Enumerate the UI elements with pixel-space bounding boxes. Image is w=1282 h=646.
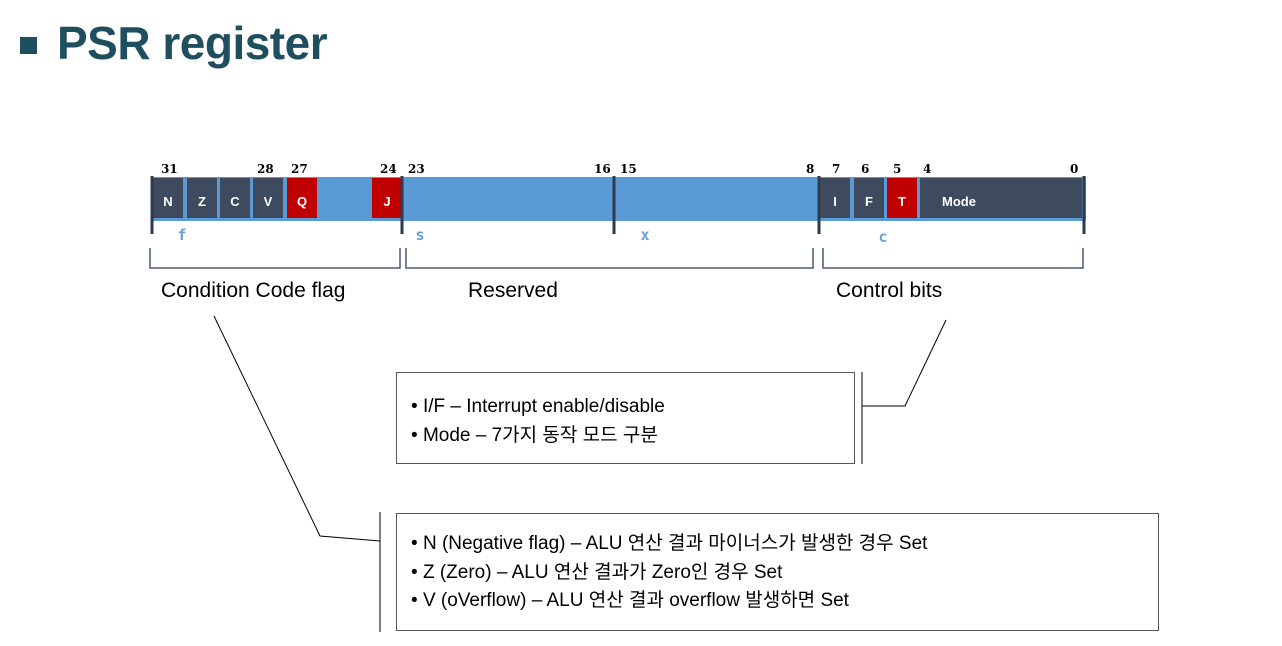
title-bar: PSR register — [20, 14, 328, 72]
bit-number-23: 23 — [408, 162, 425, 176]
cell-n — [153, 178, 183, 218]
cell-label-j: J — [383, 194, 390, 209]
group-label-reserved: Reserved — [468, 279, 558, 302]
field-separators — [150, 176, 1086, 234]
bit-number-24: 24 — [380, 162, 397, 176]
bit-number-31: 31 — [161, 162, 178, 176]
list-item: V (oVerflow) – ALU 연산 결과 overflow 발생하면 S… — [411, 587, 1158, 616]
condition-connector — [213, 315, 381, 542]
cell-j — [372, 178, 402, 218]
bit-number-4: 4 — [923, 162, 931, 176]
cell-v — [253, 178, 283, 218]
bit-number-16: 16 — [594, 162, 611, 176]
cell-label-v: V — [264, 194, 273, 209]
cell-label-mode: Mode — [942, 194, 976, 209]
cell-i — [820, 178, 850, 218]
bit-number-8: 8 — [806, 162, 814, 176]
field-letter-x: x — [640, 226, 649, 244]
cell-f — [854, 178, 884, 218]
bit-number-6: 6 — [861, 162, 869, 176]
bit-number-15: 15 — [620, 162, 637, 176]
list-item: Mode – 7가지 동작 모드 구분 — [411, 422, 854, 451]
list-item: Z (Zero) – ALU 연산 결과가 Zero인 경우 Set — [411, 559, 1158, 588]
cell-label-f: F — [865, 194, 873, 209]
title-bullet-icon — [20, 36, 37, 54]
control-connector — [862, 319, 947, 407]
field-letter-c: c — [878, 228, 887, 246]
cell-z — [187, 178, 217, 218]
cell-q — [287, 178, 317, 218]
cell-t — [887, 178, 917, 218]
cell-label-q: Q — [297, 194, 307, 209]
bracket-reserved — [405, 248, 814, 269]
cell-label-t: T — [898, 194, 906, 209]
field-letter-s: s — [415, 226, 424, 244]
bracket-condition — [149, 248, 401, 269]
field-letter-f: f — [177, 226, 186, 244]
bit-number-27: 27 — [291, 162, 308, 176]
bit-number-28: 28 — [257, 162, 274, 176]
condition-description-box: N (Negative flag) – ALU 연산 결과 마이너스가 발생한 … — [396, 513, 1159, 631]
group-label-control: Control bits — [836, 279, 943, 302]
list-item: N (Negative flag) – ALU 연산 결과 마이너스가 발생한 … — [411, 530, 1158, 559]
condition-description-list: N (Negative flag) – ALU 연산 결과 마이너스가 발생한 … — [411, 530, 1158, 616]
cell-mode — [920, 178, 1082, 218]
bit-number-7: 7 — [832, 162, 840, 176]
list-item: I/F – Interrupt enable/disable — [411, 393, 854, 422]
cell-label-c: C — [230, 194, 240, 209]
cell-label-z: Z — [198, 194, 206, 209]
cell-label-n: N — [163, 194, 172, 209]
bracket-control — [822, 248, 1084, 269]
cell-c — [220, 178, 250, 218]
page-title: PSR register — [57, 17, 328, 69]
group-label-condition: Condition Code flag — [161, 279, 346, 302]
bit-number-5: 5 — [893, 162, 901, 176]
control-description-list: I/F – Interrupt enable/disable Mode – 7가… — [411, 393, 854, 450]
bit-number-0: 0 — [1070, 162, 1078, 176]
control-description-box: I/F – Interrupt enable/disable Mode – 7가… — [396, 372, 855, 464]
cell-label-i: I — [833, 194, 837, 209]
